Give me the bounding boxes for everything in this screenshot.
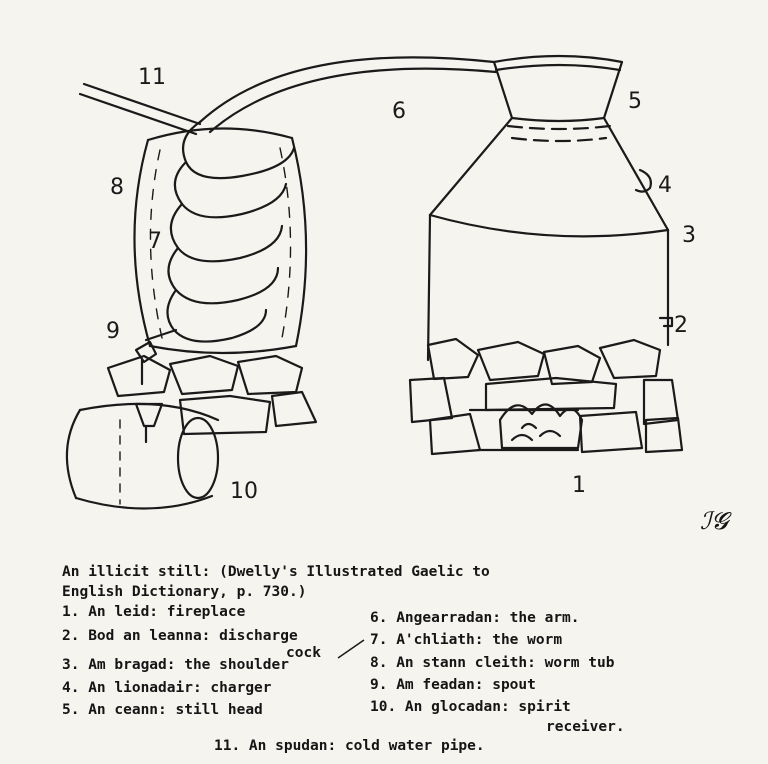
legend-item-5: 5. An ceann: still head [62,702,263,718]
still-diagram: 1 2 3 4 5 6 7 8 9 10 11 [65,54,696,510]
caption-title-line-2: English Dictionary, p. 730.) [62,584,307,600]
cold-water-pipe [78,82,202,136]
label-1: 1 [572,473,586,498]
label-6: 6 [392,99,406,124]
worm-tub [133,127,308,355]
label-11: 11 [138,65,166,90]
legend-item-6: 6. Angearradan: the arm. [370,610,580,626]
label-10: 10 [230,479,258,504]
label-8: 8 [110,175,124,200]
legend-item-8: 8. An stann cleith: worm tub [370,655,615,671]
still-body [426,54,674,362]
tub-base-stones [106,354,318,436]
spirit-receiver-barrel [65,402,220,510]
fireplace-stones [408,337,684,456]
legend-item-10: 10. An glocadan: spirit [370,699,571,715]
label-5: 5 [628,89,642,114]
label-7: 7 [148,229,162,254]
legend-item-2-cont: cock [286,645,321,661]
label-4: 4 [658,173,672,198]
worm-coil [144,120,296,343]
figure-caption: An illicit still: (Dwelly's Illustrated … [62,562,762,602]
label-2: 2 [674,313,688,338]
legend-item-11: 11. An spudan: cold water pipe. [214,738,485,754]
legend-item-7: 7. A'chliath: the worm [370,632,563,648]
legend-item-4: 4. An lionadair: charger [62,680,272,696]
legend-item-10-cont: receiver. [546,719,625,735]
label-3: 3 [682,223,696,248]
legend-item-9: 9. Am feadan: spout [370,677,536,693]
legend-item-3: 3. Am bragad: the shoulder [62,657,289,673]
label-9: 9 [106,319,120,344]
spout [134,340,158,386]
legend-item-2: 2. Bod an leanna: discharge [62,628,298,644]
arm-pipe [198,56,498,134]
legend-item-1: 1. An leid: fireplace [62,604,246,620]
artist-signature: ℐ𝓖 [700,507,729,535]
caption-title-line-1: An illicit still: (Dwelly's Illustrated … [62,564,490,580]
